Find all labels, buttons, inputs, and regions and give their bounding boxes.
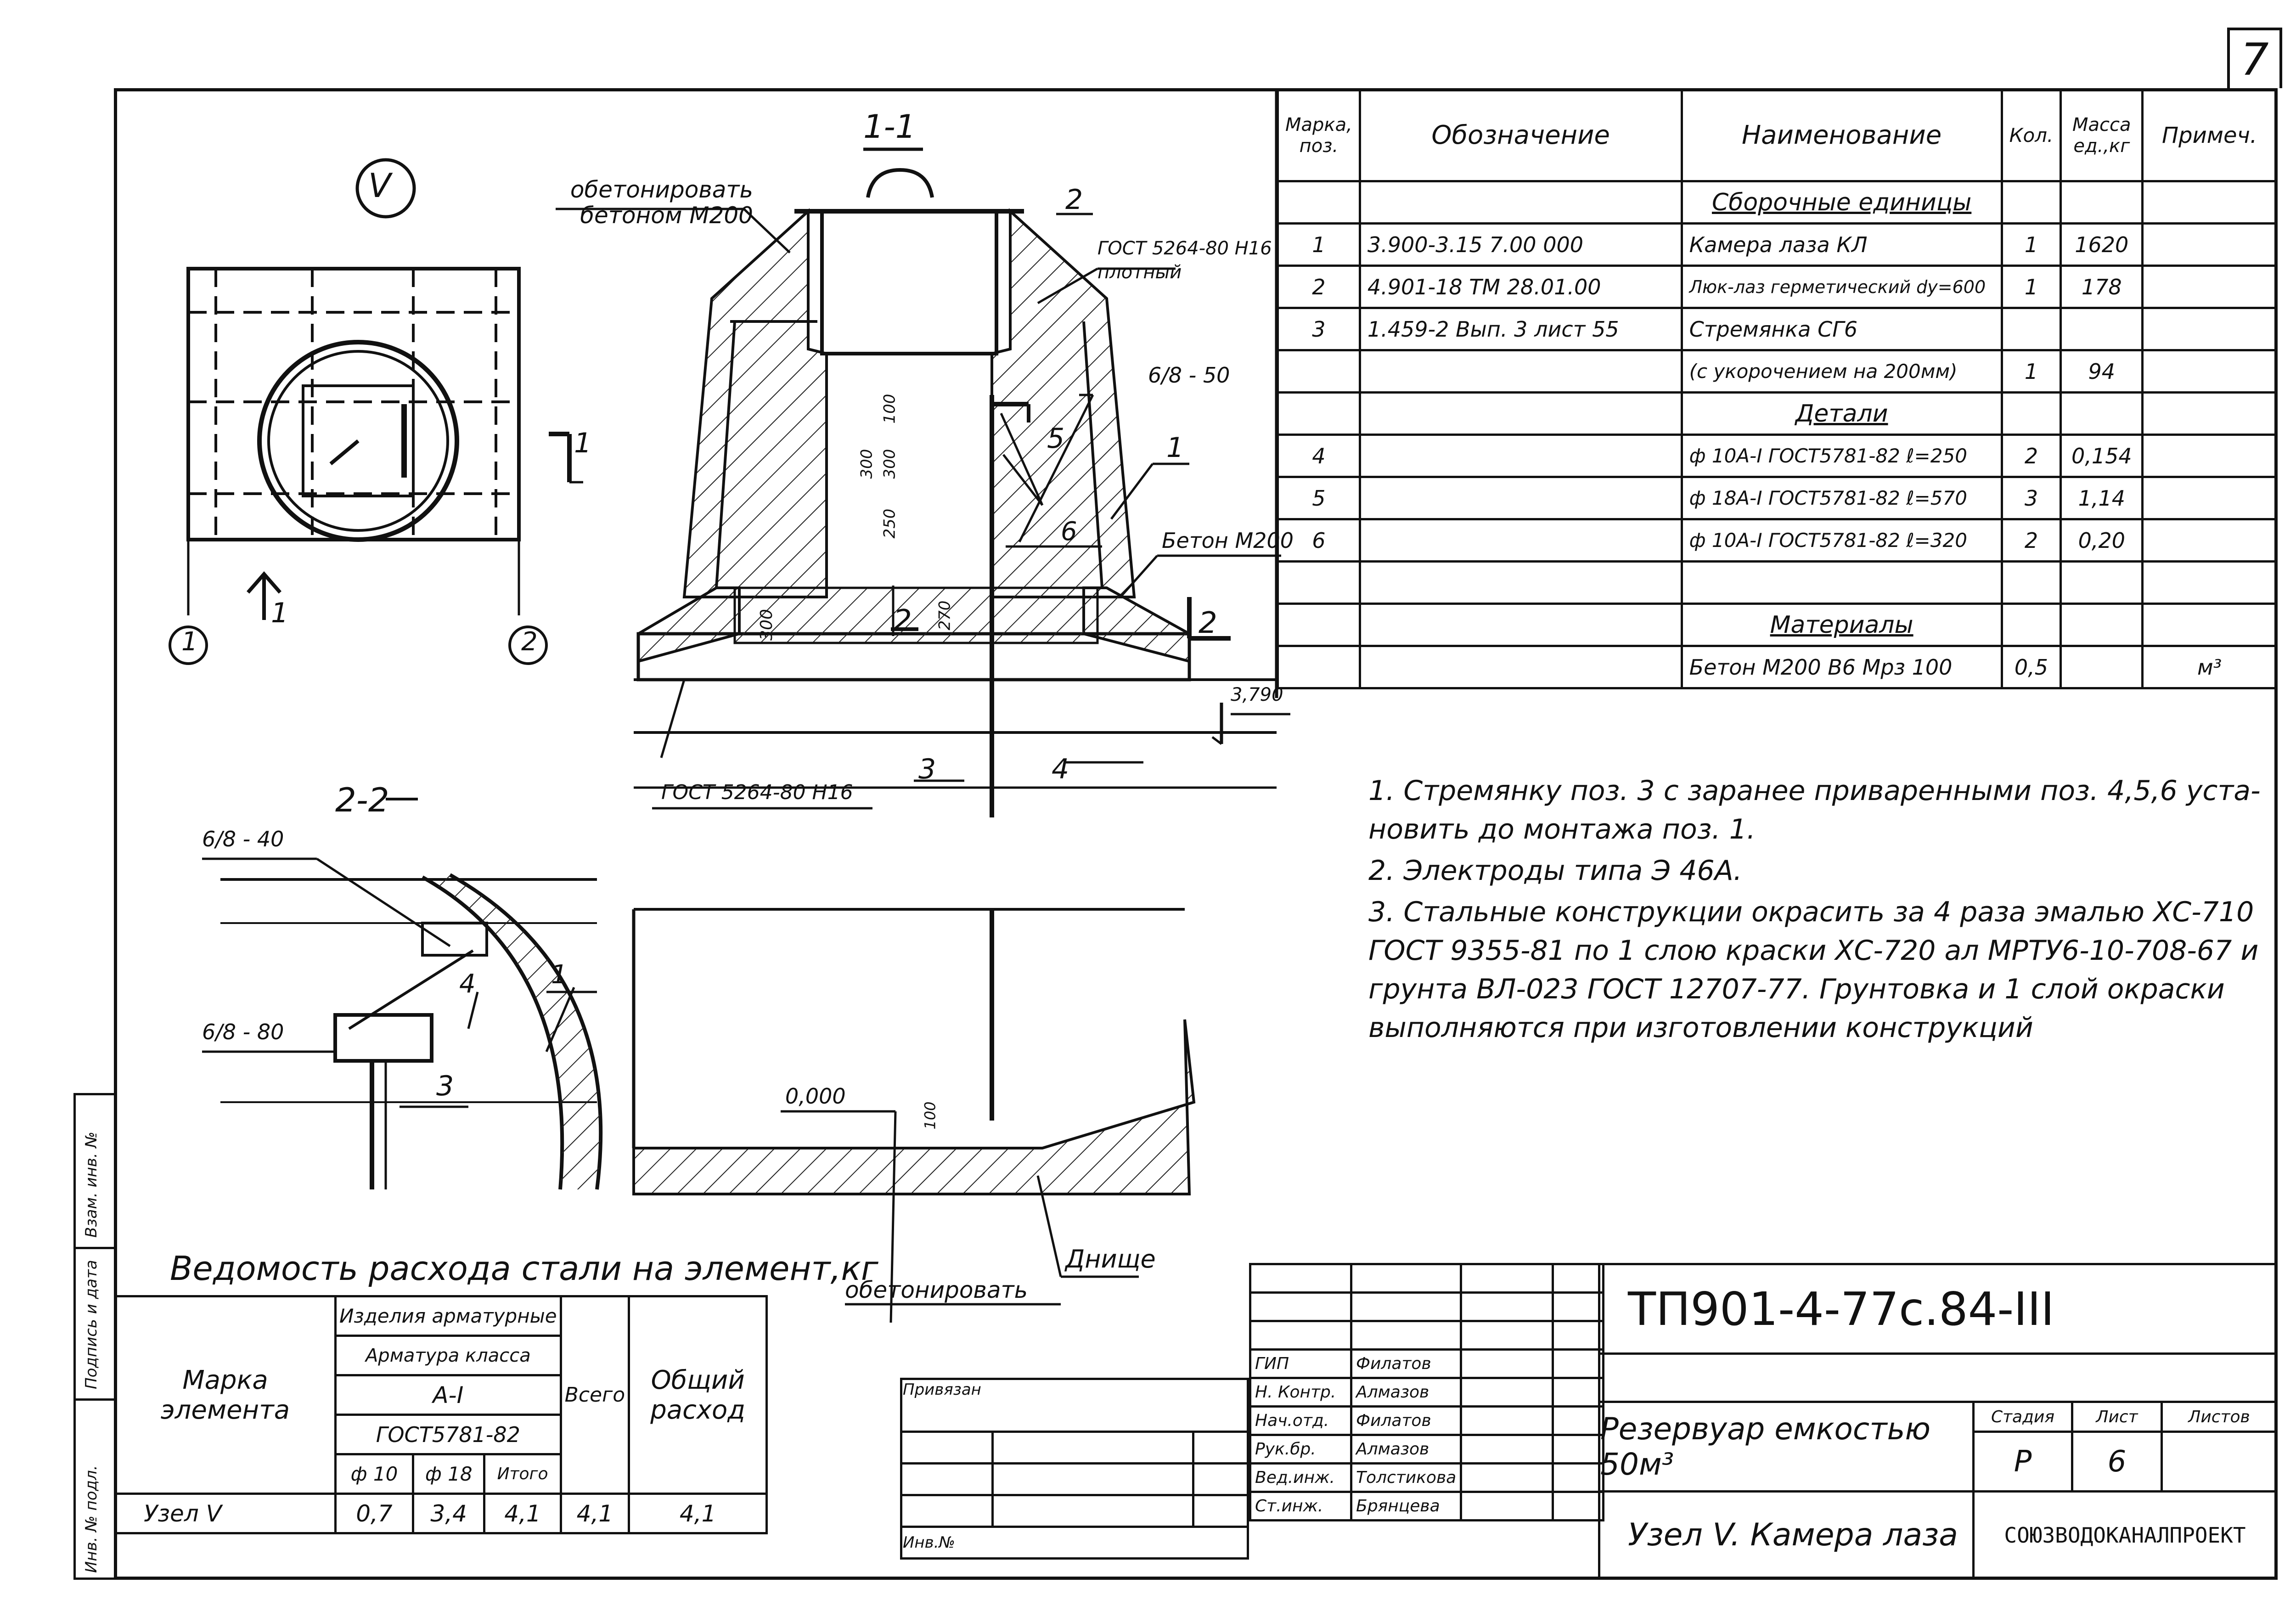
- cut-1-right: 1: [574, 427, 592, 459]
- note-1: 1. Стремянку поз. 3 с заранее приваренны…: [1368, 775, 2261, 845]
- header-name: Наименование: [1680, 88, 2003, 182]
- notes: 1. Стремянку поз. 3 с заранее приваренны…: [1368, 772, 2268, 1050]
- section-details: Детали: [1680, 391, 2003, 436]
- stage-value: Р: [1972, 1431, 2073, 1493]
- col-class: Арматура класса: [334, 1335, 562, 1376]
- header-mass: Масса ед.,кг: [2060, 88, 2144, 182]
- label-sheets: Листов: [2161, 1401, 2278, 1433]
- label-weld-6-50: 6/8 - 50: [1148, 363, 1230, 388]
- axis-1: 1: [181, 627, 198, 657]
- table-row: 5 ф 18А-I ГОСТ5781-82 ℓ=570 3 1,14: [1277, 476, 2278, 520]
- pos-2: 2: [1065, 184, 1083, 216]
- header-note: Примеч.: [2141, 88, 2278, 182]
- header-pos: Марка, поз.: [1277, 88, 1361, 182]
- cut-2-right: 2: [1199, 606, 1217, 640]
- label-stage: Стадия: [1972, 1401, 2073, 1433]
- pos-3: 3: [918, 753, 936, 785]
- col-itogo: Итого: [483, 1453, 562, 1495]
- pos-6: 6: [1061, 517, 1077, 546]
- label-privyazan: Привязан: [900, 1378, 1249, 1433]
- table-row: Ст.инж.Брянцева: [1249, 1491, 1605, 1521]
- dim-100: 100: [880, 394, 899, 424]
- col-total: Всего: [559, 1295, 630, 1495]
- table-row: Вед.инж.Толстикова: [1249, 1462, 1605, 1493]
- label-gost-bottom: ГОСТ 5264-80 Н16: [661, 781, 853, 804]
- col-sum: Общий расход: [628, 1295, 768, 1495]
- dim-250: 250: [880, 508, 899, 539]
- table-row: Нач.отд.Филатов: [1249, 1405, 1605, 1436]
- pos-1-sec2: 1: [551, 960, 568, 990]
- col-gost: ГОСТ5781-82: [334, 1414, 562, 1455]
- header-qty: Кол.: [2000, 88, 2062, 182]
- header-code: Обозначение: [1358, 88, 1683, 182]
- axis-2: 2: [521, 627, 538, 657]
- col-mark: Марка элемента: [114, 1295, 337, 1495]
- dim-300b: 300: [880, 449, 899, 479]
- binding-stamp: Привязан Инв.№: [900, 1378, 1249, 1580]
- pos-4-sec2: 4: [459, 969, 476, 999]
- pos-5: 5: [1047, 423, 1065, 455]
- pos-1: 1: [1166, 432, 1184, 464]
- pos-3-sec2: 3: [436, 1070, 454, 1102]
- table-row: Бетон М200 В6 Мрз 100 0,5 м³: [1277, 645, 2278, 689]
- label-bottom: Днище: [1065, 1245, 1156, 1273]
- note-3: 3. Стальные конструкции окрасить за 4 ра…: [1368, 896, 2259, 1044]
- section-1-1-title: 1-1: [863, 108, 916, 146]
- note-2: 2. Электроды типа Э 46А.: [1368, 855, 1742, 887]
- sheet-title: Узел V. Камера лаза: [1598, 1490, 1975, 1580]
- page-number: 7: [2227, 28, 2282, 88]
- table-row: 3 1.459-2 Вып. 3 лист 55 Стремянка СГ6: [1277, 307, 2278, 351]
- section-materials: Материалы: [1680, 603, 2003, 647]
- label-weld-6-40: 6/8 - 40: [202, 827, 284, 851]
- dim-300: 300: [757, 609, 776, 641]
- dim-100b: 100: [921, 1101, 939, 1130]
- object-name: Резервуар емкостью 50м³: [1598, 1401, 1975, 1493]
- drawing-frame: [114, 88, 2278, 1580]
- doc-code: ТП901-4-77с.84-III: [1598, 1263, 2278, 1355]
- col-phi18: ф 18: [411, 1453, 486, 1495]
- dim-300c: 300: [857, 449, 876, 479]
- node-mark: V: [368, 166, 391, 205]
- table-row: Н. Контр.Алмазов: [1249, 1377, 1605, 1408]
- label-beton-m200: Бетон М200: [1162, 528, 1294, 553]
- steel-table-title: Ведомость расхода стали на элемент,кг: [170, 1249, 878, 1288]
- table-row: (с укорочением на 200мм) 1 94: [1277, 349, 2278, 394]
- cut-2-left: 2: [893, 604, 912, 638]
- label-concrete-m200: обетонировать бетоном М200: [570, 176, 753, 229]
- table-row: 4 ф 10А-I ГОСТ5781-82 ℓ=250 2 0,154: [1277, 434, 2278, 478]
- title-block: ТП901-4-77с.84-III Резервуар емкостью 50…: [1598, 1263, 2278, 1580]
- table-row: 1 3.900-3.15 7.00 000 Камера лаза КЛ 1 1…: [1277, 222, 2278, 267]
- col-class-val: А-I: [334, 1374, 562, 1416]
- label-elev-0: 0,000: [785, 1084, 846, 1109]
- sheet-value: 6: [2071, 1431, 2163, 1493]
- table-row: 2 4.901-18 ТМ 28.01.00 Люк-лаз герметиче…: [1277, 265, 2278, 309]
- dim-270: 270: [935, 600, 954, 631]
- table-row: 6 ф 10А-I ГОСТ5781-82 ℓ=320 2 0,20: [1277, 518, 2278, 563]
- section-2-2-title: 2-2: [335, 781, 389, 819]
- label-elev-3790: 3,790: [1231, 684, 1283, 705]
- pos-4: 4: [1052, 753, 1069, 785]
- col-products: Изделия арматурные: [334, 1295, 562, 1337]
- steel-table: Марка элемента Изделия арматурные Всего …: [114, 1295, 768, 1534]
- side-stamp: Инв. № подл. Подпись и дата Взам. инв. №: [73, 1093, 116, 1580]
- label-concrete-wrap: обетонировать: [845, 1277, 1028, 1303]
- label-sheet: Лист: [2071, 1401, 2163, 1433]
- spec-table: Марка, поз. Обозначение Наименование Кол…: [1277, 88, 2278, 689]
- cut-1-left: 1: [271, 597, 289, 629]
- organization: СОЮЗВОДОКАНАЛПРОЕКТ: [1972, 1490, 2278, 1580]
- label-gost-top: ГОСТ 5264-80 Н16 плотный: [1097, 238, 1272, 283]
- table-row: Рук.бр.Алмазов: [1249, 1434, 1605, 1465]
- binding-table: Привязан Инв.№: [900, 1378, 1249, 1560]
- label-weld-6-80: 6/8 - 80: [202, 1020, 284, 1044]
- label-inv: Инв.№: [900, 1526, 1249, 1560]
- table-row: Узел V 0,7 3,4 4,1 4,1 4,1: [114, 1493, 768, 1534]
- section-assembly: Сборочные единицы: [1680, 180, 2003, 225]
- col-phi10: ф 10: [334, 1453, 414, 1495]
